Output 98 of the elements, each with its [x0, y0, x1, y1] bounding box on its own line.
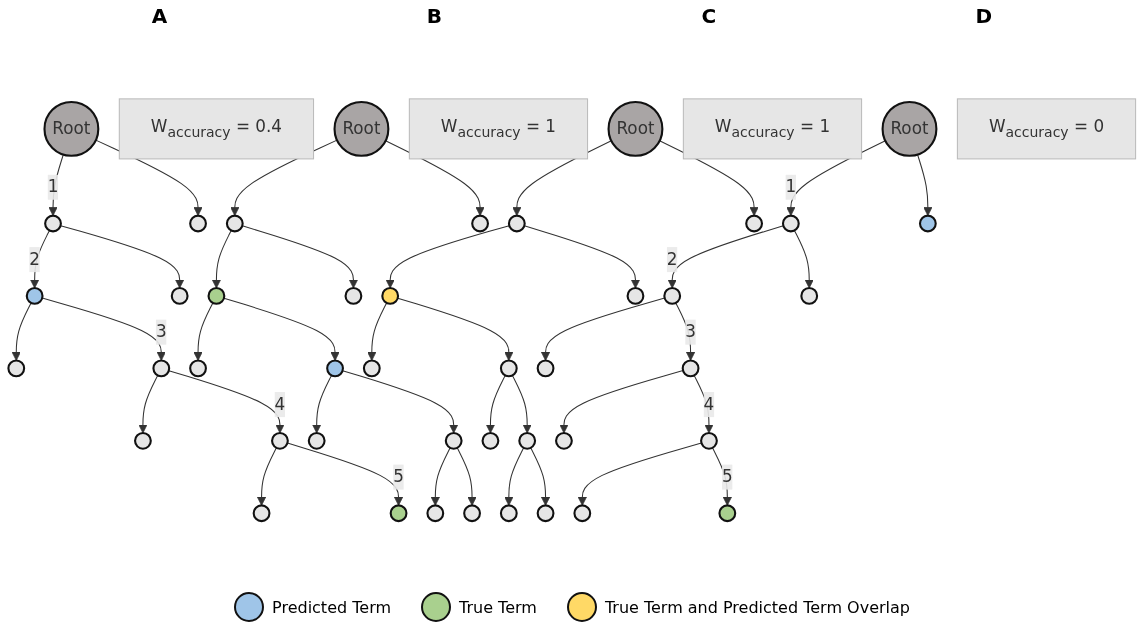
- arrow: [223, 297, 340, 361]
- edge-label: 1: [785, 176, 797, 197]
- arrow: [385, 225, 510, 289]
- arrow: [523, 225, 641, 289]
- arrow: [193, 302, 214, 361]
- node-circle: [745, 214, 763, 233]
- arrow: [385, 140, 485, 216]
- node-circle: [25, 287, 44, 305]
- node-circle: [152, 359, 171, 378]
- edge-label: 1: [47, 176, 59, 197]
- node-circle: [536, 359, 555, 378]
- arrow: [917, 154, 933, 216]
- node-circle: [499, 359, 518, 378]
- node-circle: Root: [333, 100, 390, 157]
- arrow: [675, 302, 696, 361]
- arrow: [667, 225, 784, 289]
- node-box: W$_{accuracy}$ = 0.4: [118, 98, 315, 160]
- node-circle: [555, 431, 573, 450]
- node-circle: [189, 214, 207, 233]
- legend-label: True Term: [459, 597, 537, 617]
- node-circle: [718, 504, 737, 523]
- edge-label: 5: [721, 466, 733, 487]
- arrow: [60, 225, 185, 289]
- node-circle: [426, 504, 445, 523]
- arrow: [367, 302, 388, 361]
- arrow: [241, 225, 359, 289]
- arrow: [41, 297, 166, 361]
- node-box: W$_{accuracy}$ = 1: [408, 98, 589, 160]
- node-circle: Root: [607, 100, 664, 157]
- arrow: [11, 302, 32, 361]
- node-circle: Root: [881, 100, 938, 157]
- edge-label: 4: [274, 394, 286, 415]
- node-circle: [381, 287, 400, 305]
- node-circle: [444, 431, 463, 450]
- node-circle: [499, 504, 518, 523]
- node-circle: [573, 504, 592, 523]
- edge-label: 2: [666, 249, 678, 270]
- node-circle: [389, 504, 408, 523]
- node-circle: [781, 214, 800, 233]
- arrow: [540, 297, 666, 361]
- arrow: [530, 447, 551, 506]
- arrow: [504, 447, 525, 506]
- node-circle: [326, 359, 344, 378]
- node-circle: [225, 214, 244, 233]
- node-circle: [663, 287, 682, 305]
- edge-label: 4: [703, 394, 715, 415]
- node-circle: [800, 287, 819, 305]
- node-box: W$_{accuracy}$ = 1: [682, 98, 863, 160]
- arrow: [512, 140, 612, 216]
- node-circle: [134, 431, 152, 450]
- panel-letter: A: [151, 4, 168, 28]
- node-circle: [170, 287, 189, 305]
- arrow: [577, 442, 702, 506]
- panel-letter: B: [426, 4, 442, 28]
- node-circle: [362, 359, 381, 378]
- edge-label: 3: [155, 321, 167, 342]
- node-circle: [7, 359, 26, 378]
- node-circle: [481, 431, 500, 450]
- arrow: [559, 370, 684, 434]
- legend-label: Predicted Term: [272, 597, 391, 617]
- arrow: [211, 229, 232, 289]
- arrow: [659, 140, 759, 216]
- edge-label: 5: [393, 466, 404, 487]
- arrow: [397, 297, 514, 361]
- arrow: [256, 447, 277, 506]
- node-circle: [507, 214, 526, 233]
- node-circle: [518, 431, 537, 450]
- node-circle: [271, 431, 289, 450]
- panel-letter: D: [975, 4, 993, 28]
- node-circle: [471, 214, 489, 233]
- arrow: [456, 447, 477, 506]
- node-circle: [207, 287, 226, 305]
- edge-label: 2: [29, 249, 40, 270]
- panel-letter: C: [701, 4, 717, 28]
- arrow: [342, 370, 459, 434]
- node-circle: [700, 431, 718, 450]
- arrow: [511, 374, 532, 434]
- arrow: [793, 229, 814, 289]
- edge-label: 3: [685, 321, 696, 342]
- node-box: W$_{accuracy}$ = 0: [956, 98, 1137, 160]
- arrow: [312, 374, 332, 434]
- arrow: [138, 374, 159, 434]
- node-circle: [344, 287, 363, 305]
- node-circle: [626, 287, 645, 305]
- node-circle: [918, 214, 937, 233]
- node-circle: [44, 214, 62, 233]
- node-circle: [252, 504, 271, 523]
- arrow: [485, 374, 506, 434]
- legend-label: True Term and Predicted Term Overlap: [604, 597, 910, 617]
- node-circle: Root: [43, 100, 100, 157]
- node-circle: [189, 359, 207, 378]
- node-circle: [536, 504, 555, 523]
- node-circle: [681, 359, 700, 378]
- node-circle: [463, 504, 481, 523]
- arrow: [286, 442, 404, 506]
- arrow: [168, 370, 285, 434]
- arrow: [430, 447, 451, 506]
- node-circle: [307, 431, 326, 450]
